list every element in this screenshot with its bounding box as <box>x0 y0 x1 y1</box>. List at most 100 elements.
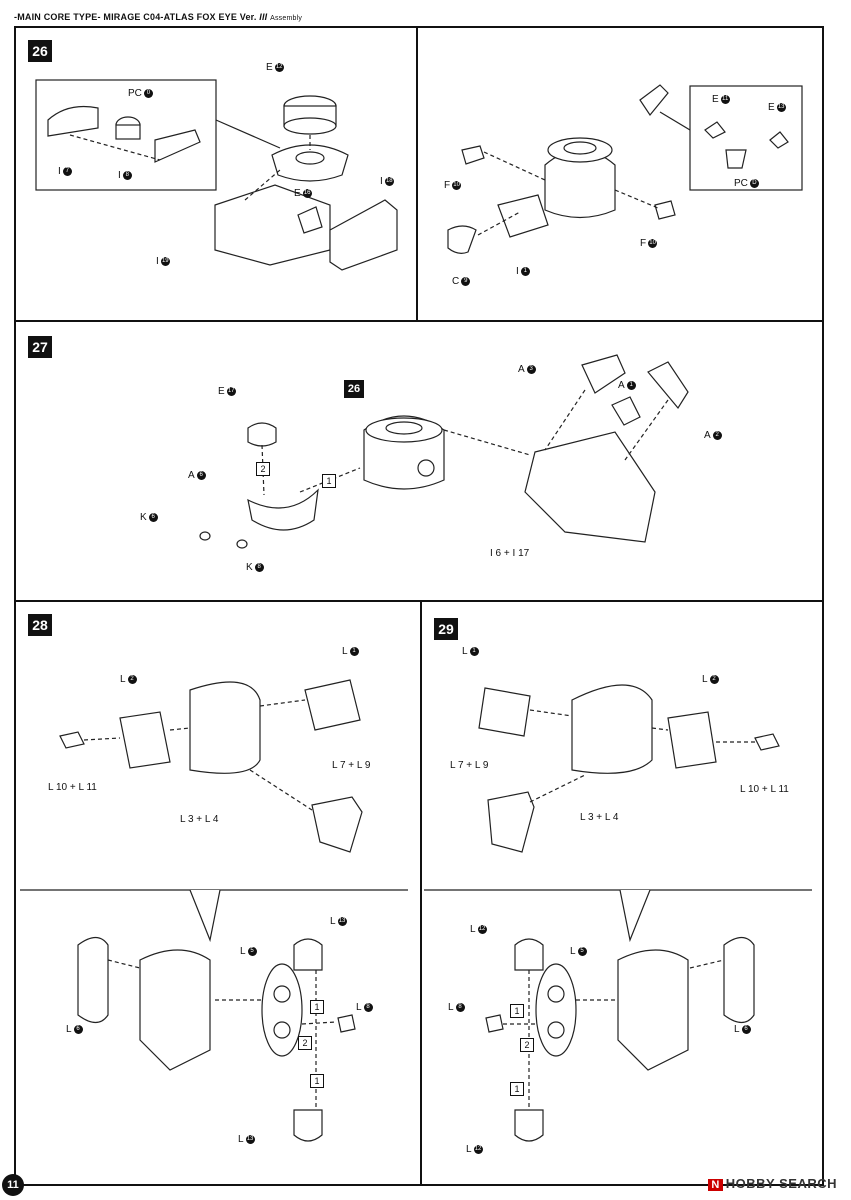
label-text: PC <box>128 88 142 99</box>
label-num: 11 <box>720 94 730 104</box>
part-i8 <box>154 129 201 163</box>
part-29-l1 <box>478 687 531 737</box>
label-i6-i17: I 6 + I 17 <box>490 548 530 559</box>
label-text: F <box>640 238 647 249</box>
detail-inset-26 <box>35 79 217 191</box>
part-a2 <box>647 361 689 410</box>
label-29-l10-l11: L 10 + L 11 <box>740 784 789 795</box>
step-ref-26: 26 <box>344 380 364 398</box>
label-text: E <box>266 62 273 73</box>
header-section: Assembly <box>270 15 303 22</box>
label-num: D <box>749 178 759 188</box>
part-29-assembly <box>617 949 689 1071</box>
sequence-marker: 1 <box>510 1082 524 1096</box>
label-num: 2 <box>712 430 722 440</box>
part-a1 <box>611 396 641 426</box>
label-text: PC <box>734 178 748 189</box>
part-28-l13-bottom <box>293 1109 323 1142</box>
label-text: L <box>734 1024 740 1035</box>
part-29-l12-top <box>514 938 544 971</box>
label-28-l7-l9: L 7 + L 9 <box>332 760 371 771</box>
label-29-l7-l9: L 7 + L 9 <box>450 760 489 771</box>
divider-26-view <box>416 26 418 320</box>
label-text: L <box>448 1002 454 1013</box>
label-text: L <box>570 946 576 957</box>
part-28-l6 <box>77 936 109 1024</box>
label-28-l3-l4: L 3 + L 4 <box>180 814 219 825</box>
label-text: I <box>156 256 159 267</box>
part-28-l8 <box>337 1014 356 1033</box>
label-text: I <box>118 170 121 181</box>
part-i18 <box>329 199 398 271</box>
part-28-l1 <box>304 679 361 731</box>
divider-27-28 <box>14 600 824 602</box>
sequence-marker: 1 <box>310 1000 324 1014</box>
part-pc-joint <box>639 84 669 117</box>
version-mark: III <box>259 12 268 22</box>
label-num: 2 <box>127 674 137 684</box>
label-num: 18 <box>384 176 394 186</box>
part-i7 <box>47 105 99 137</box>
part-29-l10l11 <box>754 733 780 751</box>
label-text: L <box>66 1024 72 1035</box>
label-text: L <box>470 924 476 935</box>
label-text: F <box>444 180 451 191</box>
label-text: I <box>58 166 61 177</box>
label-text: L <box>240 946 246 957</box>
sequence-marker: 2 <box>520 1038 534 1052</box>
label-num: 12 <box>477 924 487 934</box>
label-text: A <box>188 470 195 481</box>
part-28-l2 <box>119 711 171 769</box>
part-28-l3l4 <box>189 681 261 774</box>
label-text: E <box>218 386 225 397</box>
part-28-l10l11 <box>59 731 85 749</box>
part-e16 <box>297 206 323 234</box>
label-text: E <box>294 188 301 199</box>
part-k8 <box>236 539 248 549</box>
part-i1 <box>497 194 549 238</box>
part-28-l13-top <box>293 938 323 971</box>
sequence-marker: 1 <box>310 1074 324 1088</box>
label-num: 7 <box>62 166 72 176</box>
detail-inset-26b <box>689 85 803 191</box>
label-num: 13 <box>776 102 786 112</box>
part-i6-i17 <box>524 431 656 543</box>
sequence-marker: 2 <box>298 1036 312 1050</box>
label-num: 8 <box>363 1002 373 1012</box>
part-29-l6 <box>723 936 755 1024</box>
part-f10-right <box>654 200 676 220</box>
label-num: 16 <box>302 188 312 198</box>
label-num: 1 <box>520 266 530 276</box>
label-text: K <box>246 562 253 573</box>
label-num: 8 <box>455 1002 465 1012</box>
label-num: 6 <box>73 1024 83 1034</box>
sequence-marker: 1 <box>322 474 336 488</box>
label-text: L <box>238 1134 244 1145</box>
part-f10-left <box>461 145 485 165</box>
part-29-l3l4 <box>571 684 653 774</box>
label-num: 12 <box>274 62 284 72</box>
sequence-marker: 1 <box>510 1004 524 1018</box>
label-num: 17 <box>226 386 236 396</box>
part-pcD <box>725 149 747 169</box>
part-29-l8 <box>485 1014 504 1033</box>
header-title: -MAIN CORE TYPE- MIRAGE C04-ATLAS FOX EY… <box>14 12 257 22</box>
part-29-l2 <box>667 711 717 769</box>
label-text: L <box>462 646 468 657</box>
